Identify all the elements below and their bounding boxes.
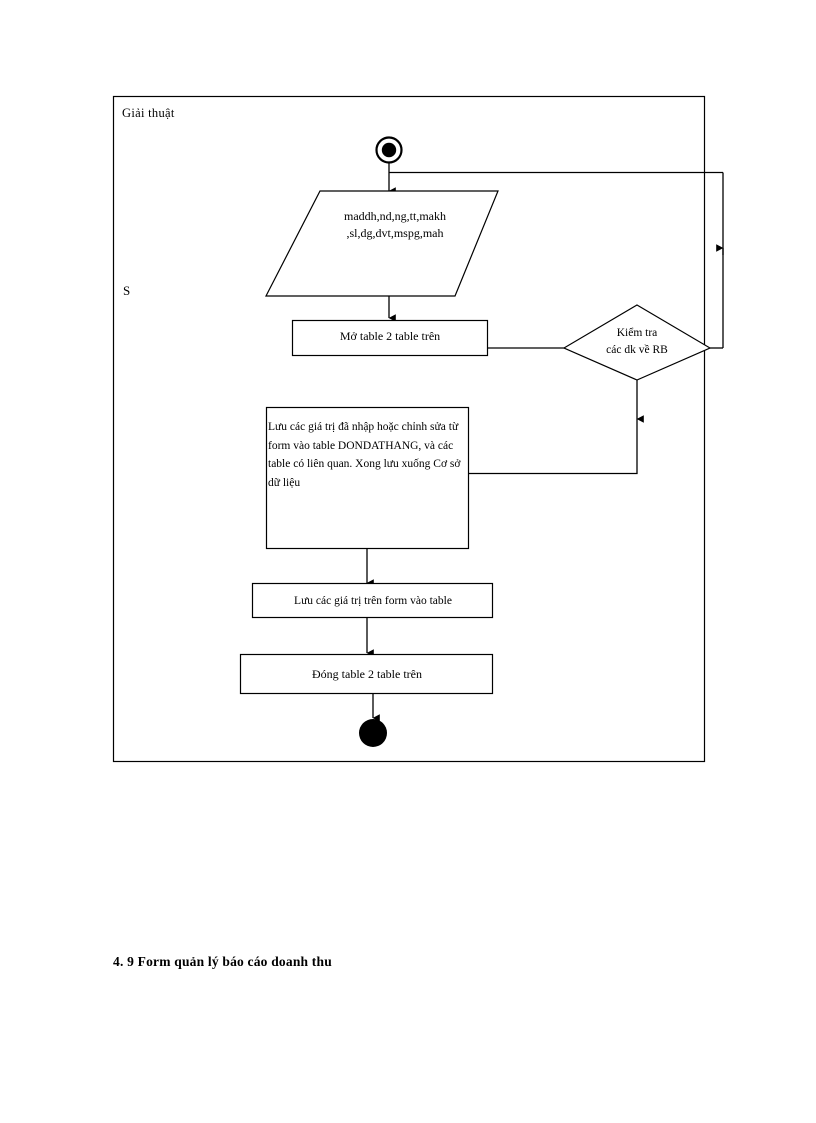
input-parallelogram	[265, 190, 499, 297]
open-table-box	[291, 319, 489, 357]
side-label-s: S	[123, 283, 131, 298]
close-table-box	[239, 653, 494, 695]
frame-title: Giải thuật	[122, 106, 175, 120]
connector-savebig-to-right-rail	[468, 419, 638, 475]
section-caption: 4. 9 Form quản lý báo cáo doanh thu	[113, 954, 332, 969]
decision-diamond	[562, 304, 712, 381]
save-form-box	[251, 582, 494, 619]
save-big-box	[265, 406, 470, 550]
diagram-frame	[112, 95, 706, 763]
end-node	[359, 719, 387, 747]
start-node	[375, 136, 403, 164]
